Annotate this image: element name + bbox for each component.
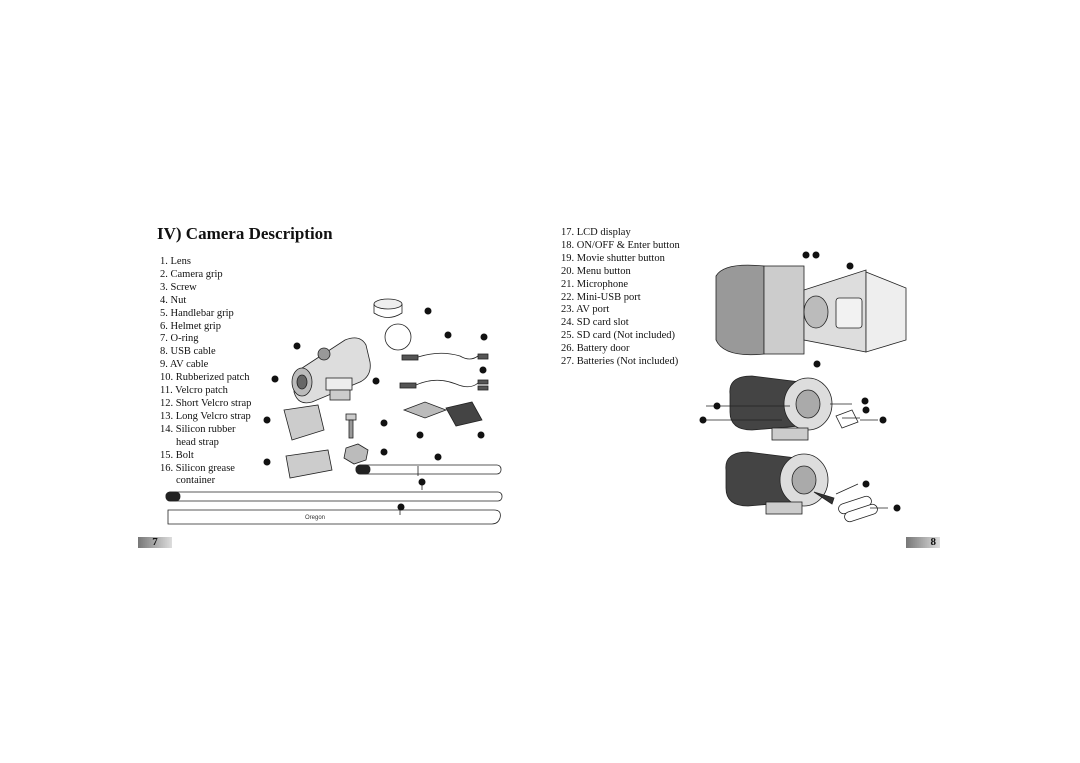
parts-list-right: 17. LCD display 18. ON/OFF & Enter butto… — [561, 227, 680, 369]
rubberized-patch-drawing — [402, 401, 448, 419]
list-item: 4. Nut — [160, 294, 187, 306]
usb-cable-drawing — [401, 352, 489, 361]
nut-drawing — [343, 443, 369, 465]
list-item: head strap — [176, 436, 219, 448]
list-item: 13. Long Velcro strap — [160, 410, 251, 422]
list-item: 24. SD card slot — [561, 317, 629, 329]
head-strap-drawing — [167, 509, 501, 525]
av-cable-drawing — [399, 379, 489, 391]
list-item: container — [176, 475, 216, 487]
list-item: 12. Short Velcro strap — [160, 397, 252, 409]
o-ring-drawing — [384, 323, 412, 351]
list-item: 10. Rubberized patch — [160, 372, 250, 384]
list-item: 11. Velcro patch — [160, 385, 228, 397]
list-item: 5. Handlebar grip — [160, 307, 234, 319]
list-item: 25. SD card (Not included) — [561, 330, 676, 342]
list-item: 18. ON/OFF & Enter button — [561, 239, 680, 251]
list-item: 26. Battery door — [561, 343, 630, 355]
camera-drawing — [291, 337, 371, 404]
helmet-grip-drawing — [285, 449, 333, 479]
list-item: 7. O-ring — [160, 333, 199, 345]
list-item: 3. Screw — [160, 281, 197, 293]
handlebar-grip-drawing — [283, 404, 325, 441]
long-velcro-strap-drawing — [165, 491, 503, 502]
list-item: 6. Helmet grip — [160, 320, 221, 332]
grease-container-drawing — [373, 298, 403, 318]
callout-markers-right — [699, 251, 901, 512]
list-item: 1. Lens — [160, 256, 191, 267]
short-velcro-strap-drawing — [355, 464, 502, 475]
list-item: 22. Mini-USB port — [561, 291, 641, 303]
page-number-right: 8 — [906, 537, 940, 548]
list-item: 2. Camera grip — [160, 268, 223, 280]
callout-markers — [263, 307, 488, 511]
list-item: 9. AV cable — [160, 359, 209, 371]
list-item: 16. Silicon grease — [160, 462, 235, 474]
camera-side-view-bottom — [725, 451, 878, 523]
page-number-left: 7 — [138, 537, 172, 548]
list-item: 19. Movie shutter button — [561, 252, 665, 264]
velcro-patch-drawing — [445, 401, 483, 427]
list-item: 23. AV port — [561, 304, 610, 316]
parts-list-left: 1. Lens 2. Camera grip 3. Screw 4. Nut 5… — [160, 256, 251, 488]
list-item: 17. LCD display — [561, 227, 631, 238]
list-item: 15. Bolt — [160, 449, 194, 461]
section-title: IV) Camera Description — [157, 224, 333, 243]
list-item: 27. Batteries (Not included) — [561, 356, 679, 368]
list-item: 20. Menu button — [561, 265, 631, 277]
camera-side-view-top — [729, 375, 859, 441]
list-item: 8. USB cable — [160, 346, 216, 358]
bolt-drawing — [345, 413, 357, 439]
list-item: 21. Microphone — [561, 278, 629, 290]
camera-rear-view — [715, 264, 907, 356]
strap-logo: Oregon — [305, 515, 325, 521]
list-item: 14. Silicon rubber — [160, 423, 236, 435]
